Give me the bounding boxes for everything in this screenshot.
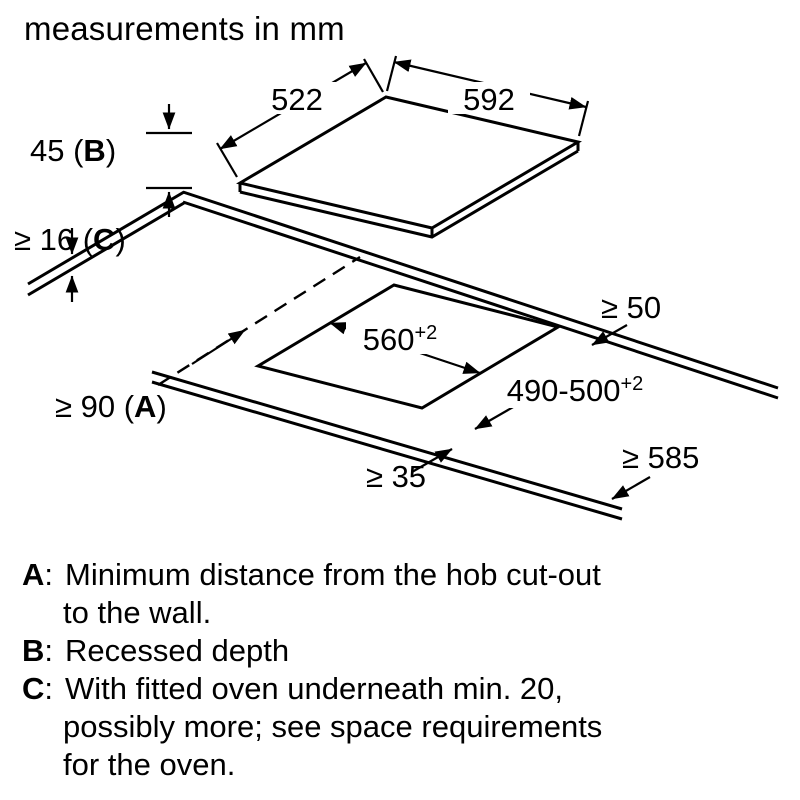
- dim-min-counter-depth: ≥ 585: [611, 440, 699, 500]
- legend-text-b: Recessed depth: [65, 633, 290, 668]
- dim-cutout-depth-label: 490-500+2: [507, 373, 644, 408]
- legend-text-c: With fitted oven underneath min. 20,: [65, 671, 564, 706]
- dim-cutout-width-label: 560+2: [363, 322, 438, 357]
- installation-diagram: 522 592 45 (B) ≥ 16 (C) ≥ 90 (A) 560+2 4…: [14, 55, 779, 521]
- dim-wall-distance-label: ≥ 90 (A): [55, 389, 167, 424]
- dim-hob-depth: 522: [216, 58, 384, 178]
- dim-counter-thickness-label: ≥ 16 (C): [14, 222, 126, 257]
- worktop-back-edge: [182, 190, 779, 400]
- legend-text-c-cont2: for the oven.: [63, 747, 236, 782]
- hob-outline: [236, 95, 582, 239]
- dim-hob-width-label: 592: [463, 82, 515, 117]
- dim-wall-distance: ≥ 90 (A): [55, 329, 246, 424]
- dim-cutout-width: 560+2: [329, 320, 481, 375]
- dim-cutout-depth: 490-500+2: [474, 372, 658, 430]
- dim-front-clearance-label: ≥ 35: [366, 459, 426, 494]
- legend-key-c: C: [22, 671, 45, 706]
- legend-key-b: B: [22, 633, 45, 668]
- legend-text-c-cont1: possibly more; see space requirements: [63, 709, 603, 744]
- dim-front-clearance: ≥ 35: [366, 448, 453, 494]
- wall-dashed-line: [157, 255, 361, 387]
- legend-item-a: A:Minimum distance from the hob cut-out: [22, 557, 601, 592]
- dim-recess: 45 (B): [30, 104, 192, 217]
- legend-text-a-cont: to the wall.: [63, 595, 212, 630]
- dim-rear-clearance-label: ≥ 50: [601, 290, 661, 325]
- legend-text-a: Minimum distance from the hob cut-out: [65, 557, 601, 592]
- legend: A:Minimum distance from the hob cut-out …: [22, 556, 602, 784]
- dim-hob-depth-label: 522: [271, 82, 323, 117]
- legend-item-c: C:With fitted oven underneath min. 20,: [22, 671, 564, 706]
- dim-counter-thickness: ≥ 16 (C): [14, 222, 126, 302]
- dim-rear-clearance: ≥ 50: [591, 290, 661, 346]
- dim-hob-width: 592: [385, 55, 590, 137]
- worktop-left-edge: [27, 190, 185, 297]
- dim-min-counter-depth-label: ≥ 585: [622, 440, 699, 475]
- legend-key-a: A: [22, 557, 45, 592]
- page-title: measurements in mm: [24, 10, 345, 47]
- legend-item-b: B:Recessed depth: [22, 633, 290, 668]
- worktop-front-edge: [151, 370, 623, 521]
- dim-recess-label: 45 (B): [30, 133, 116, 168]
